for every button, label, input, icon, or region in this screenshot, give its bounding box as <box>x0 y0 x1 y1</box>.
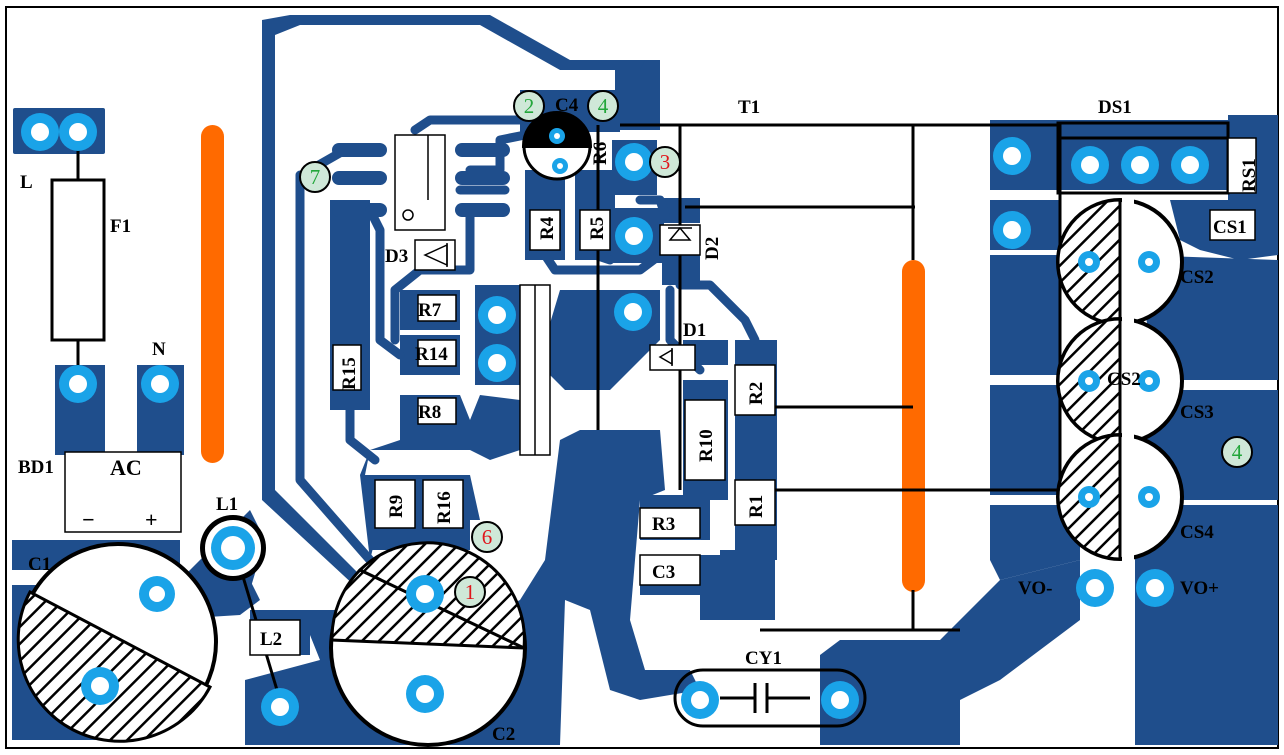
svg-text:7: 7 <box>310 165 321 189</box>
label-CS4: CS4 <box>1180 522 1214 543</box>
label-CS1: CS1 <box>1213 217 1247 238</box>
silkscreen <box>50 121 1230 728</box>
label-R3: R3 <box>652 514 675 535</box>
label-C2: C2 <box>492 724 515 745</box>
label-L2: L2 <box>260 629 282 650</box>
copper-traces <box>295 115 760 565</box>
label-R10: R10 <box>696 429 717 462</box>
svg-text:4: 4 <box>598 94 609 118</box>
marker-2: 2 <box>513 90 545 122</box>
label-CS2: CS2 <box>1180 267 1214 288</box>
label-plus: + <box>145 507 158 532</box>
marker-4-right: 4 <box>1221 436 1253 468</box>
label-C3: C3 <box>652 562 675 583</box>
svg-text:6: 6 <box>482 525 493 549</box>
label-VO-minus: VO- <box>1018 578 1052 599</box>
label-N: N <box>152 339 166 360</box>
label-AC: AC <box>110 455 142 480</box>
labels: L F1 N BD1 AC − + C1 L1 L2 C2 D3 R7 R14 … <box>18 95 1260 745</box>
marker-1: 1 <box>454 576 486 608</box>
heatsinks <box>201 125 925 592</box>
label-R5: R5 <box>587 217 608 240</box>
label-BD1: BD1 <box>18 457 54 478</box>
label-T1: T1 <box>738 97 760 118</box>
svg-text:3: 3 <box>660 150 671 174</box>
label-CS2-dup: CS2 <box>1107 369 1141 390</box>
svg-text:2: 2 <box>524 94 535 118</box>
marker-6: 6 <box>471 521 503 553</box>
label-RS1: RS1 <box>1239 158 1260 192</box>
label-CY1: CY1 <box>745 648 782 669</box>
label-C4: C4 <box>555 95 579 116</box>
label-L1: L1 <box>216 494 238 515</box>
label-D2: D2 <box>702 237 723 260</box>
markers: 2 4 3 7 6 1 4 <box>299 90 1253 608</box>
label-VO-plus: VO+ <box>1180 578 1219 599</box>
label-D1: D1 <box>683 320 706 341</box>
svg-text:1: 1 <box>465 580 476 604</box>
label-R8: R8 <box>418 402 441 423</box>
label-R1: R1 <box>746 495 767 518</box>
label-R2: R2 <box>746 382 767 405</box>
label-R15: R15 <box>339 357 360 390</box>
label-R9: R9 <box>386 495 407 518</box>
label-R4: R4 <box>537 216 558 240</box>
marker-3: 3 <box>649 146 681 178</box>
marker-4-top: 4 <box>587 90 619 122</box>
svg-text:4: 4 <box>1232 440 1243 464</box>
heatsink-right <box>902 260 925 592</box>
label-F1: F1 <box>110 216 131 237</box>
label-R6: R6 <box>590 142 611 165</box>
label-C1: C1 <box>28 554 51 575</box>
label-R14: R14 <box>415 344 448 365</box>
label-R16: R16 <box>434 491 455 524</box>
label-minus: − <box>82 507 95 532</box>
label-DS1: DS1 <box>1098 97 1132 118</box>
label-D3: D3 <box>385 246 408 267</box>
label-CS3: CS3 <box>1180 402 1214 423</box>
pads <box>21 113 1209 726</box>
diode-symbols <box>423 226 692 366</box>
label-R7: R7 <box>418 300 442 321</box>
heatsink-left <box>201 125 224 463</box>
marker-7: 7 <box>299 161 331 193</box>
label-L: L <box>20 172 33 193</box>
